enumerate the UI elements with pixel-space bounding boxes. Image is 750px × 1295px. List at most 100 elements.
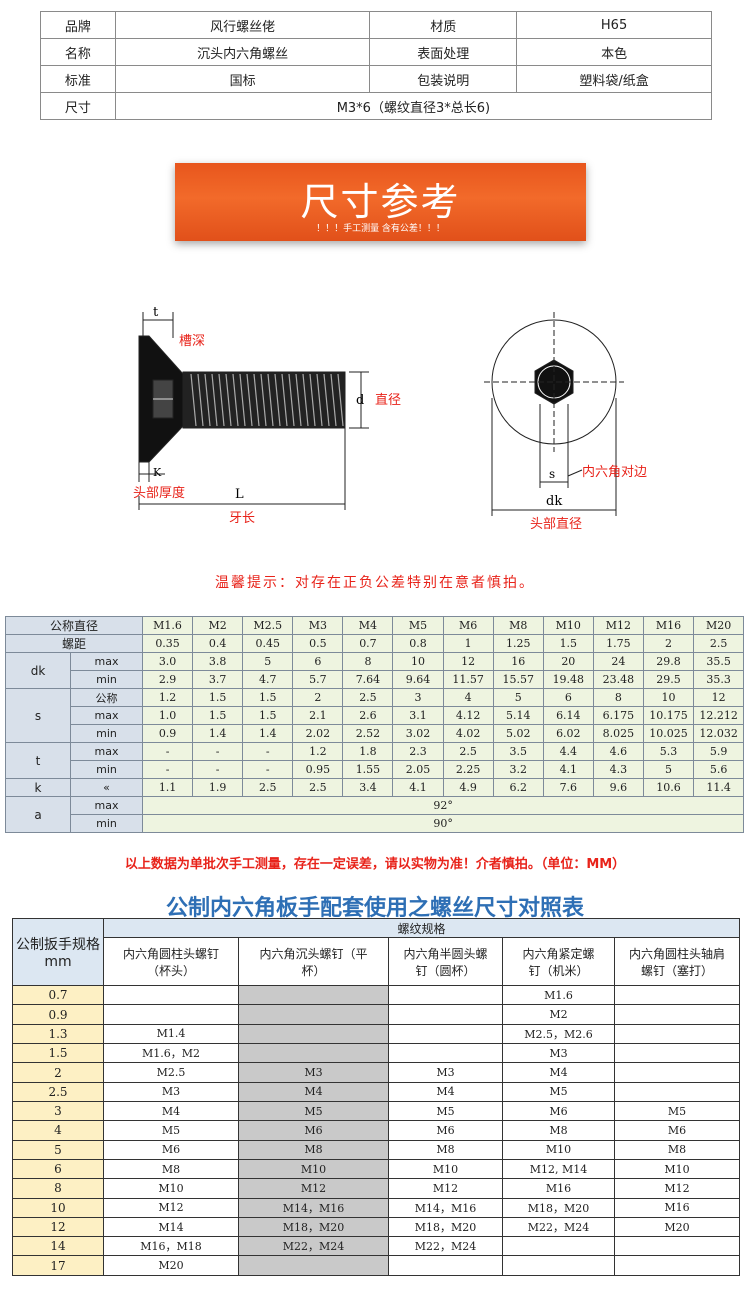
screw-spec: M3 — [388, 1062, 503, 1083]
size-header: M20 — [693, 616, 745, 635]
t-label: t — [153, 305, 159, 320]
info-label: 尺寸 — [40, 92, 116, 120]
sub-label: 公称 — [69, 688, 144, 707]
screw-spec: M10 — [502, 1139, 615, 1160]
size-value: 1.2 — [142, 688, 194, 707]
thread-spec-header: 螺纹规格 — [102, 917, 741, 939]
size-value: 11.4 — [693, 778, 745, 797]
size-value: 1.9 — [192, 778, 244, 797]
size-value: 3.5 — [492, 742, 544, 761]
size-value: 11.57 — [442, 670, 494, 689]
screw-spec: M6 — [103, 1139, 239, 1160]
screw-spec: M12 — [613, 1178, 741, 1199]
banner-title: 尺寸参考 — [300, 180, 461, 224]
screw-spec: M5 — [238, 1100, 389, 1122]
k-note: 头部厚度 — [133, 485, 185, 501]
size-value: 6 — [542, 688, 594, 707]
screw-spec: M2.5 — [103, 1062, 239, 1083]
size-value: 7.6 — [542, 778, 594, 797]
wrench-row: 0.7 M1.6 — [12, 985, 741, 1006]
screw-spec: M18，M20 — [502, 1197, 615, 1218]
wrench-size: 8 — [12, 1178, 104, 1199]
size-value: 2.5 — [442, 742, 494, 761]
size-value: 2.5 — [242, 778, 294, 797]
pitch-value: 0.35 — [142, 634, 194, 653]
wrench-size: 1.5 — [12, 1043, 104, 1064]
warm-tip: 温馨提示：对存在正负公差特别在意者慎拍。 — [215, 575, 535, 591]
wrench-size: 3 — [12, 1100, 104, 1122]
info-value: 本色 — [516, 38, 712, 66]
size-value: 4.1 — [392, 778, 444, 797]
screw-spec — [613, 1255, 741, 1276]
screw-spec — [613, 1023, 741, 1045]
s-note: 内六角对边 — [582, 464, 647, 480]
screw-spec — [388, 1023, 503, 1045]
screw-spec: M5 — [613, 1100, 741, 1122]
group-label: dk — [5, 652, 71, 689]
screw-spec: M1.6 — [502, 985, 615, 1006]
screw-type-header: 内六角紧定螺钉（机米） — [502, 937, 615, 987]
screw-type-header: 内六角圆柱头螺钉（杯头） — [103, 937, 239, 987]
size-header: M5 — [392, 616, 444, 635]
screw-spec — [238, 1023, 389, 1045]
size-value: 1.5 — [192, 706, 244, 725]
sub-label: « — [69, 778, 144, 797]
wrench-size: 12 — [12, 1216, 104, 1238]
screw-spec — [613, 1236, 741, 1257]
screw-spec — [613, 985, 741, 1006]
size-value: 8.025 — [592, 724, 644, 743]
sub-label: max — [69, 796, 144, 815]
group-label: a — [5, 796, 71, 833]
banner-subtitle: ！！！手工测量 含有公差！！！ — [316, 224, 445, 234]
size-value: 1.0 — [142, 706, 194, 725]
size-value: 35.5 — [693, 652, 745, 671]
screw-spec: M8 — [613, 1139, 741, 1160]
size-value: 5.6 — [693, 760, 745, 779]
screw-spec: M4 — [502, 1062, 615, 1083]
wrench-size: 6 — [12, 1158, 104, 1180]
pitch-value: 2 — [642, 634, 695, 653]
size-value: 4 — [442, 688, 494, 707]
screw-spec: M16 — [502, 1178, 615, 1199]
wrench-size: 1.3 — [12, 1023, 104, 1045]
screw-spec — [613, 1004, 741, 1025]
wrench-size: 2 — [12, 1062, 104, 1083]
info-label: 表面处理 — [369, 38, 518, 66]
size-value: 20 — [542, 652, 594, 671]
size-value: 5.7 — [292, 670, 344, 689]
angle-value: 90° — [142, 814, 745, 833]
pitch-value: 0.45 — [242, 634, 294, 653]
group-label: k — [5, 778, 71, 797]
size-value: 2.52 — [342, 724, 394, 743]
screw-spec: M14，M16 — [388, 1197, 503, 1218]
d-note: 直径 — [375, 393, 401, 408]
pitch-value: 1.5 — [542, 634, 594, 653]
size-header: M8 — [492, 616, 544, 635]
screw-spec: M5 — [103, 1120, 239, 1141]
wrench-size: 4 — [12, 1120, 104, 1141]
wrench-subheader-row: 内六角圆柱头螺钉（杯头）内六角沉头螺钉（平杯）内六角半圆头螺钉（圆杯）内六角紧定… — [13, 937, 741, 987]
size-value: 5.14 — [492, 706, 544, 725]
screw-spec: M8 — [103, 1158, 239, 1180]
size-value: 2.02 — [292, 724, 344, 743]
screw-spec: M6 — [238, 1120, 389, 1141]
size-value: 2 — [292, 688, 344, 707]
size-value: 4.6 — [592, 742, 644, 761]
screw-spec: M16 — [613, 1197, 741, 1218]
size-value: 3.4 — [342, 778, 394, 797]
size-value: 2.3 — [392, 742, 444, 761]
size-reference-banner: 尺寸参考 ！！！手工测量 含有公差！！！ — [175, 163, 586, 241]
wrench-size: 0.7 — [12, 985, 104, 1006]
screw-spec: M3 — [502, 1043, 615, 1064]
size-value: 10 — [392, 652, 444, 671]
